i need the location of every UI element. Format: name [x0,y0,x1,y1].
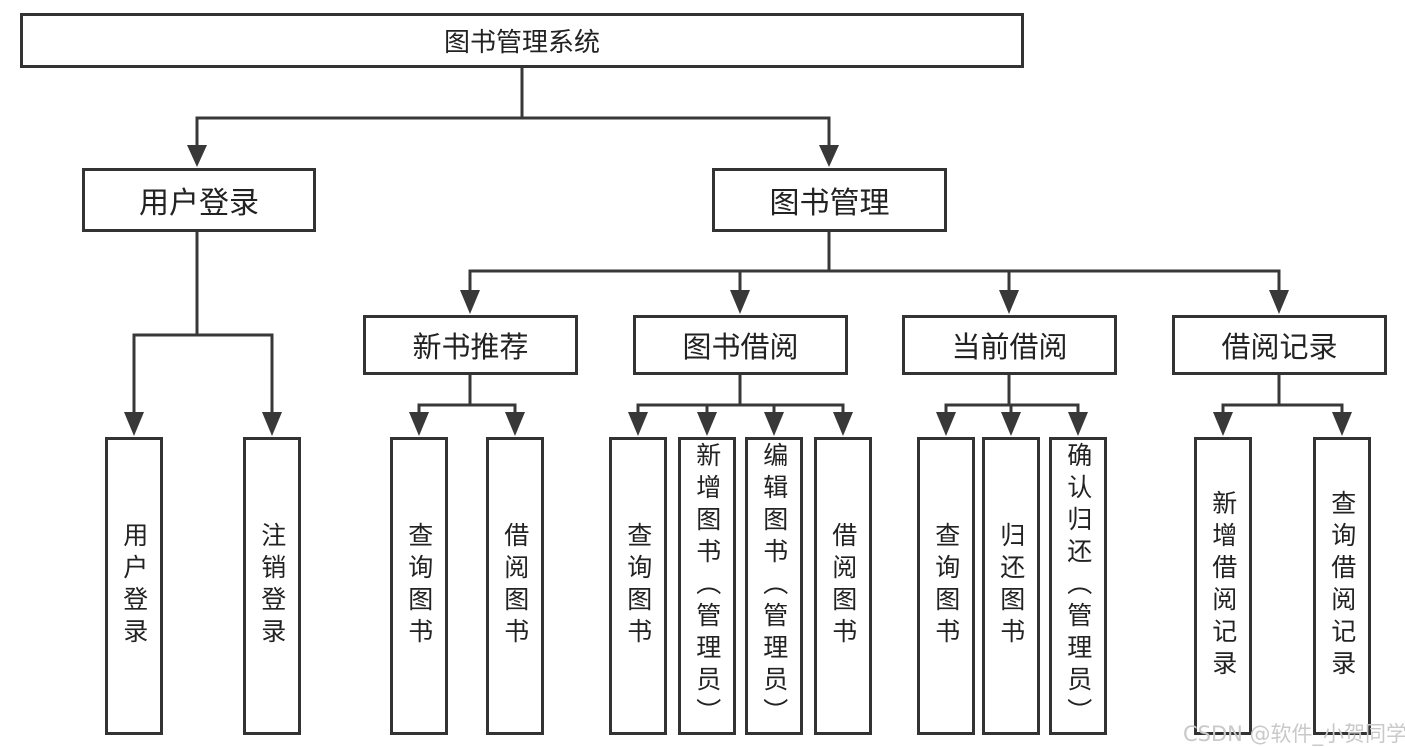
node-label: 图书借阅 [682,330,799,364]
leaf-label: 新增借阅记录 [1208,490,1238,682]
leaf-borrow-books-recommend: 借阅图书 [486,437,544,735]
node-new-book-recommend: 新书推荐 [363,315,578,375]
leaf-query-books-borrowing: 查询图书 [609,437,667,735]
leaf-query-borrow-record: 查询借阅记录 [1313,437,1371,735]
leaf-label: 用户登录 [119,522,149,650]
leaf-label: 确认归还（管理员） [1063,442,1093,730]
node-book-management: 图书管理 [712,168,947,232]
leaf-label: 编辑图书（管理员） [759,442,789,730]
node-label: 当前借阅 [951,330,1068,364]
node-label: 借阅记录 [1221,330,1338,364]
leaf-query-books-current: 查询图书 [917,437,975,735]
node-label: 用户登录 [139,186,259,221]
node-library-management-system: 图书管理系统 [20,13,1024,68]
leaf-logout: 注销登录 [243,437,301,735]
leaf-borrow-books: 借阅图书 [814,437,872,735]
leaf-label: 查询图书 [404,522,434,650]
node-borrowing-records: 借阅记录 [1172,315,1387,375]
node-label: 新书推荐 [412,330,529,364]
leaf-user-login: 用户登录 [105,437,163,735]
leaf-return-books: 归还图书 [982,437,1040,735]
leaf-label: 借阅图书 [828,522,858,650]
leaf-label: 归还图书 [996,522,1026,650]
leaf-label: 查询图书 [931,522,961,650]
leaf-label: 新增图书（管理员） [692,442,722,730]
node-book-borrowing: 图书借阅 [633,315,848,375]
node-label: 图书管理系统 [443,28,600,58]
leaf-edit-books-admin: 编辑图书（管理员） [745,437,803,735]
node-label: 图书管理 [769,186,890,221]
leaf-label: 查询图书 [623,522,653,650]
node-current-borrowing: 当前借阅 [902,315,1117,375]
leaf-label: 注销登录 [257,522,287,650]
leaf-add-books-admin: 新增图书（管理员） [678,437,736,735]
leaf-add-borrow-record: 新增借阅记录 [1194,437,1252,735]
node-user-login: 用户登录 [82,168,316,232]
csdn-watermark: CSDN @软件_小贺同学 [1183,722,1405,746]
leaf-label: 借阅图书 [500,522,530,650]
leaf-confirm-return-admin: 确认归还（管理员） [1049,437,1107,735]
leaf-query-books-recommend: 查询图书 [390,437,448,735]
leaf-label: 查询借阅记录 [1327,490,1357,682]
